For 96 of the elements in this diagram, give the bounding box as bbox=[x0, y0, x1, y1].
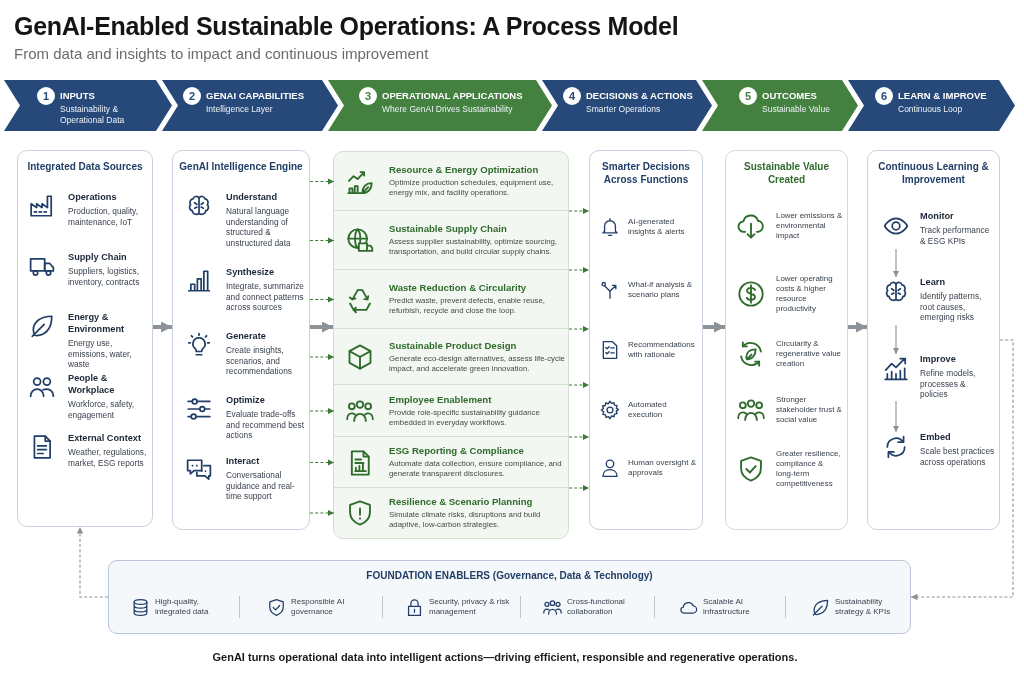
item-text: Workforce, safety, engagement bbox=[68, 398, 136, 421]
item-text: Evaluate trade-offs and recommend best actions bbox=[226, 408, 305, 441]
item-text: Create insights, scenarios, and recommendations bbox=[226, 344, 293, 377]
dashed-arrow bbox=[309, 237, 335, 244]
step-title: OPERATIONAL APPLICATIONS bbox=[382, 89, 523, 102]
dashed-arrow bbox=[309, 459, 335, 466]
block-arrow bbox=[153, 321, 172, 333]
item-text: Conversational guidance and real-time support bbox=[226, 469, 296, 502]
item-heading: Understand bbox=[226, 192, 278, 204]
item-heading: Sustainable Supply Chain bbox=[389, 222, 507, 236]
item-text: AI-generated insights & alerts bbox=[628, 216, 686, 238]
step-title: OUTCOMES bbox=[762, 89, 817, 102]
dashed-arrow bbox=[568, 484, 590, 492]
column-panel bbox=[725, 150, 848, 530]
item-heading: Waste Reduction & Circularity bbox=[389, 281, 527, 295]
item-heading: Monitor bbox=[920, 211, 954, 223]
item-text: Track performance & ESG KPIs bbox=[920, 224, 991, 247]
item-text: Suppliers, logistics, inventory, contracts bbox=[68, 265, 141, 288]
block-arrow bbox=[310, 321, 333, 333]
item-text: Cross-functional collaboration bbox=[567, 596, 626, 618]
dashed-arrow bbox=[568, 433, 590, 441]
block-arrow bbox=[848, 321, 867, 333]
dashed-arrow bbox=[568, 207, 590, 215]
step-subtitle: Intelligence Layer bbox=[206, 104, 273, 115]
item-text: Weather, regulations, market, ESG reports bbox=[68, 446, 148, 469]
panel-title: Continuous Learning & Improvement bbox=[877, 160, 990, 186]
item-heading: Employee Enablement bbox=[389, 393, 492, 406]
step-subtitle: Continuous Loop bbox=[898, 104, 963, 115]
column-panel bbox=[867, 150, 1000, 530]
block-arrow bbox=[703, 321, 725, 333]
column-panel bbox=[589, 150, 703, 530]
item-text: Energy use, emissions, water, waste bbox=[68, 337, 133, 370]
panel-title: Integrated Data Sources bbox=[27, 160, 143, 173]
item-text: Scale best practices across operations bbox=[920, 445, 995, 468]
item-text: Sustainability strategy & KPIs bbox=[835, 596, 892, 618]
column-panel bbox=[333, 151, 569, 539]
step-subtitle: Sustainability & Operational Data bbox=[60, 104, 126, 126]
item-text: Integrate, summarize and connect patterns across sources bbox=[226, 280, 305, 313]
item-text: Recommendations with rationale bbox=[628, 339, 696, 361]
step-subtitle: Where GenAI Drives Sustainability bbox=[382, 104, 513, 115]
item-heading: Sustainable Product Design bbox=[389, 339, 517, 352]
arrow bbox=[892, 248, 900, 278]
column-panel bbox=[172, 150, 310, 530]
item-heading: Learn bbox=[920, 277, 946, 289]
item-text: What-if analysis & scenario plans bbox=[628, 279, 694, 301]
item-text: Human oversight & approvals bbox=[628, 457, 698, 479]
arrow bbox=[892, 324, 900, 355]
dashed-arrow bbox=[309, 178, 335, 185]
panel-title: Smarter Decisions Across Functions bbox=[601, 160, 691, 186]
item-text: Identify patterns, root causes, emerging risks bbox=[920, 290, 983, 323]
item-heading: External Context bbox=[68, 433, 141, 445]
dashed-arrow bbox=[568, 266, 590, 274]
dashed-arrow bbox=[568, 381, 590, 389]
subtitle: From data and insights to impact and continuous improvement bbox=[14, 45, 429, 63]
title: GenAI-Enabled Sustainable Operations: A Process Model bbox=[14, 11, 679, 41]
panel-title: GenAI Intelligence Engine bbox=[179, 160, 303, 173]
dashed-arrow bbox=[568, 325, 590, 333]
item-heading: Optimize bbox=[226, 395, 265, 407]
item-heading: Interact bbox=[226, 456, 260, 468]
item-heading: Synthesize bbox=[226, 267, 274, 279]
step-title: DECISIONS & ACTIONS bbox=[586, 89, 692, 102]
foundation-panel bbox=[108, 560, 911, 634]
dashed-arrow bbox=[309, 407, 335, 415]
item-text: Responsible AI governance bbox=[291, 596, 346, 618]
item-heading: Operations bbox=[68, 192, 117, 204]
caption: GenAI turns operational data into intelligent actions—driving efficient, responsible and regenerative operations. bbox=[212, 651, 798, 663]
item-heading: Supply Chain bbox=[68, 252, 127, 264]
item-heading: Resilience & Scenario Planning bbox=[389, 495, 533, 509]
item-text: Scalable AI infrastructure bbox=[703, 596, 751, 618]
item-text: Refine models, processes & policies bbox=[920, 367, 977, 400]
item-text: High-quality, integrated data bbox=[155, 596, 210, 618]
item-text: Security, privacy & risk management bbox=[429, 596, 511, 618]
step-title: LEARN & IMPROVE bbox=[898, 89, 987, 102]
dashed-arrow bbox=[910, 339, 1014, 601]
panel-title: Sustainable Value Created bbox=[742, 160, 830, 186]
step-title: GENAI CAPABILITIES bbox=[206, 89, 304, 102]
step-subtitle: Smarter Operations bbox=[586, 104, 661, 115]
item-heading: Improve bbox=[920, 354, 956, 366]
item-heading: Energy & Environment bbox=[68, 312, 126, 336]
item-heading: Resource & Energy Optimization bbox=[389, 163, 539, 177]
item-text: Natural language understanding of structured & unstructured data bbox=[226, 205, 292, 249]
dashed-arrow bbox=[309, 353, 335, 361]
step-title: INPUTS bbox=[60, 89, 95, 102]
dashed-arrow bbox=[76, 526, 109, 598]
dashed-arrow bbox=[309, 509, 335, 517]
item-heading: Embed bbox=[920, 432, 951, 444]
step-subtitle: Sustainable Value bbox=[762, 104, 830, 115]
panel-title: FOUNDATION ENABLERS (Governance, Data & Technology) bbox=[366, 569, 653, 582]
item-heading: ESG Reporting & Compliance bbox=[389, 444, 524, 458]
item-heading: People & Workplace bbox=[68, 373, 116, 397]
item-text: Production, quality, maintenance, IoT bbox=[68, 205, 139, 228]
column-panel bbox=[17, 150, 153, 527]
dashed-arrow bbox=[309, 296, 335, 303]
item-text: Automated execution bbox=[628, 399, 668, 421]
arrow bbox=[892, 400, 900, 433]
item-heading: Generate bbox=[226, 331, 266, 343]
